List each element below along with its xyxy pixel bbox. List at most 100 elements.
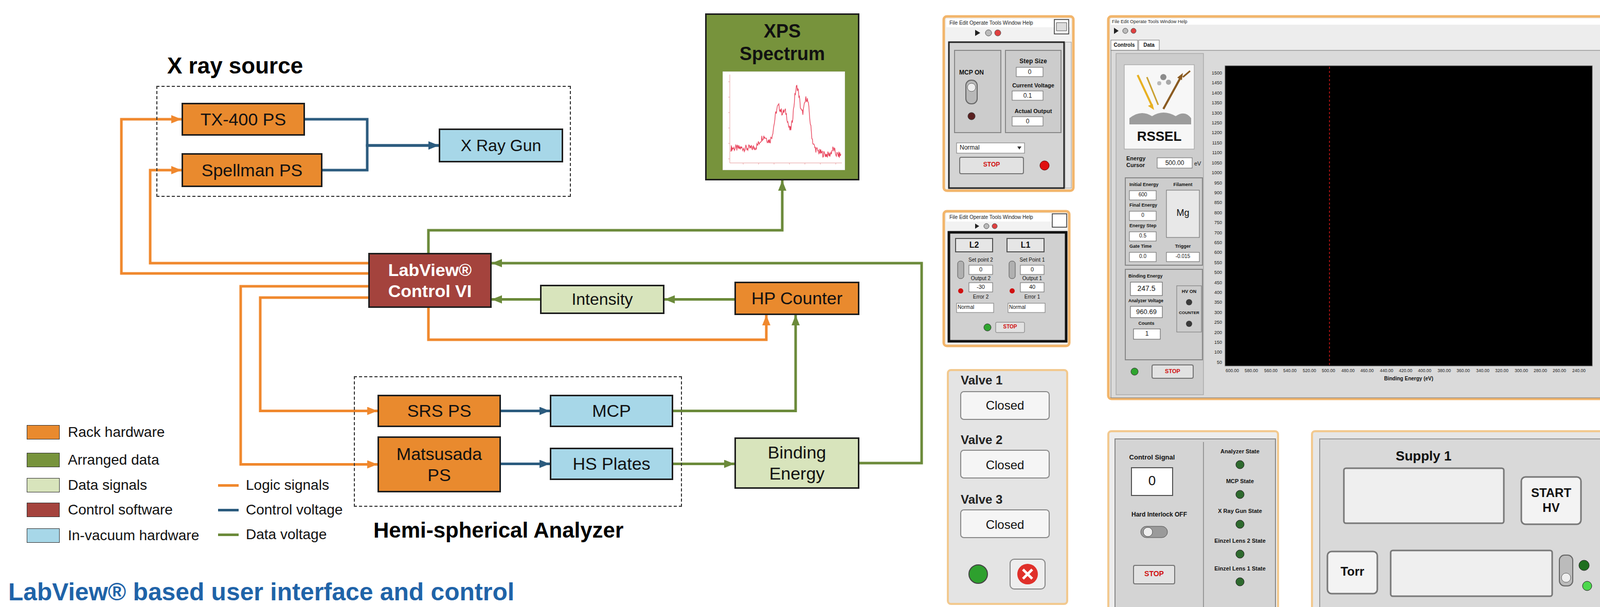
panel-text: 0 bbox=[1012, 117, 1044, 125]
box-label: MCP bbox=[591, 400, 632, 422]
connector bbox=[322, 145, 439, 171]
panel-text: 0 bbox=[968, 266, 993, 274]
panel-text: STOP bbox=[1133, 569, 1175, 579]
panel-text: Torr bbox=[1327, 564, 1378, 580]
panel-graphic bbox=[1012, 116, 1044, 127]
panel-text: 550 bbox=[1203, 260, 1222, 266]
panel-text: 1200 bbox=[1203, 130, 1222, 136]
panel-text: MCP ON bbox=[956, 68, 987, 77]
panel-graphic bbox=[1166, 190, 1200, 238]
panel-graphic bbox=[1130, 368, 1139, 376]
panel-text: 240.00 bbox=[1569, 368, 1589, 374]
panel-graphic bbox=[947, 370, 1068, 605]
spectrum-plot bbox=[722, 71, 846, 171]
panel-graphic bbox=[975, 223, 980, 229]
panel-graphic bbox=[1009, 288, 1015, 294]
panel-graphic bbox=[1020, 282, 1045, 293]
panel-text: Valve 2 bbox=[960, 433, 1003, 448]
legend-swatch bbox=[26, 502, 60, 518]
panel-text: 500.00 bbox=[1157, 159, 1193, 167]
panel-graphic bbox=[1129, 112, 1192, 125]
connector bbox=[500, 409, 550, 413]
panel-text: L1 bbox=[1007, 240, 1045, 250]
panel-text: Error 2 bbox=[965, 294, 996, 301]
connector bbox=[673, 315, 796, 412]
panel-graphic bbox=[1146, 77, 1159, 105]
box-label: TX-400 PS bbox=[200, 109, 286, 131]
panel-text: Initial Energy bbox=[1129, 182, 1159, 188]
panel-text: 1050 bbox=[1203, 160, 1222, 167]
connector bbox=[260, 297, 378, 412]
panel-graphic bbox=[1160, 74, 1167, 81]
panel-graphic bbox=[1137, 75, 1153, 106]
panel-graphic bbox=[1319, 439, 1600, 607]
panel-text: 0.5 bbox=[1129, 232, 1157, 240]
panel-text: 1450 bbox=[1203, 80, 1222, 86]
panel-text: 450 bbox=[1203, 280, 1222, 286]
connector bbox=[240, 286, 378, 465]
panel-graphic bbox=[983, 223, 990, 229]
panel-text: Actual Output bbox=[1006, 108, 1060, 115]
panel-graphic bbox=[1065, 42, 1072, 189]
panel-graphic bbox=[1007, 238, 1045, 253]
panel-graphic bbox=[1182, 70, 1191, 78]
panel-text: 1400 bbox=[1203, 90, 1222, 97]
panel-graphic bbox=[1235, 460, 1245, 470]
panel-graphic bbox=[1130, 282, 1163, 296]
panel-graphic bbox=[1125, 177, 1203, 266]
panel-graphic bbox=[959, 157, 1024, 174]
panel-text: Binding Energy (eV) bbox=[1357, 375, 1461, 383]
panel-graphic bbox=[1165, 79, 1172, 85]
panel-text: 1100 bbox=[1203, 150, 1222, 156]
panel-text: Data bbox=[1138, 42, 1160, 49]
panel-graphic bbox=[1185, 320, 1193, 328]
panel-graphic bbox=[1122, 28, 1128, 34]
group-frame: X ray sourceTX-400 PSSpellman PSX Ray Gu… bbox=[156, 85, 571, 197]
panel-text: 0 bbox=[1020, 266, 1045, 274]
panel-text: 200 bbox=[1203, 330, 1222, 336]
panel-text: X Ray Gun State bbox=[1205, 508, 1275, 515]
panel-text: 0.1 bbox=[1012, 92, 1044, 100]
panel-text: 850 bbox=[1203, 200, 1222, 206]
panel-graphic bbox=[1163, 77, 1181, 110]
panel-graphic bbox=[1390, 550, 1553, 597]
panel-text: Closed bbox=[960, 458, 1050, 474]
panel-graphic bbox=[1113, 27, 1119, 34]
box-label: Intensity bbox=[571, 289, 633, 310]
panel-graphic bbox=[960, 391, 1050, 420]
panel-graphic bbox=[943, 211, 1070, 347]
legend-line bbox=[218, 533, 239, 537]
panel-graphic bbox=[967, 112, 976, 120]
panel-text: 0 bbox=[1016, 68, 1044, 76]
panel-text: Analyzer State bbox=[1205, 448, 1275, 456]
panel-text: -0.015 bbox=[1166, 253, 1200, 260]
legend-swatch bbox=[26, 453, 60, 468]
panel-text: RSSEL bbox=[1124, 128, 1195, 145]
panel-graphic bbox=[1009, 261, 1016, 279]
box-label: Matsusada PS bbox=[383, 443, 496, 487]
panel-graphic bbox=[1133, 329, 1161, 340]
panel-text: 40 bbox=[1020, 283, 1045, 291]
legend-text: Control voltage bbox=[245, 501, 343, 519]
panel-text: 440.00 bbox=[1377, 368, 1396, 374]
process-box: SRS PS bbox=[377, 394, 501, 428]
mcp-window bbox=[943, 16, 1074, 191]
connector bbox=[491, 263, 922, 464]
panel-graphic bbox=[1166, 252, 1200, 262]
panel-text: 500.00 bbox=[1319, 368, 1338, 374]
panel-text: Step Size bbox=[1007, 57, 1059, 65]
panel-graphic bbox=[1115, 439, 1276, 607]
panel-graphic bbox=[1054, 19, 1069, 34]
box-label: HP Counter bbox=[751, 288, 843, 310]
valve-panel bbox=[947, 370, 1068, 605]
panel-graphic bbox=[956, 142, 1025, 154]
panel-text: Hard Interlock OFF bbox=[1117, 511, 1202, 519]
connector bbox=[304, 119, 439, 146]
legend-text: In-vacuum hardware bbox=[67, 527, 200, 545]
panel-graphic bbox=[1235, 490, 1245, 499]
panel-text: File Edit Operate Tools Window Help bbox=[1111, 19, 1188, 25]
panel-text: 0 bbox=[1129, 212, 1157, 219]
panel-text: 0 bbox=[1131, 473, 1173, 490]
panel-graphic bbox=[985, 29, 992, 37]
